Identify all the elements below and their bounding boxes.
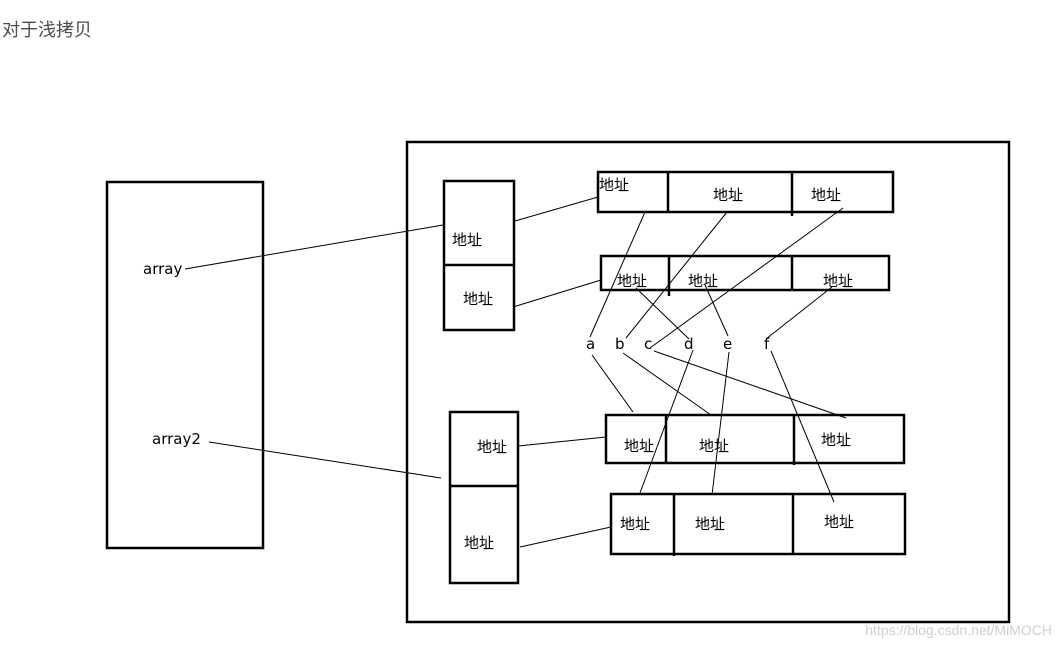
stack-var-array: array — [143, 260, 182, 278]
value-b: b — [615, 335, 625, 353]
value-f: f — [764, 335, 770, 353]
stack-var-array2: array2 — [152, 430, 201, 448]
heap-frame — [405, 140, 1011, 624]
value-a: a — [586, 335, 595, 353]
address-label: 地址 — [477, 438, 507, 456]
inner-array-1 — [596, 170, 895, 216]
inner-array-2 — [599, 254, 891, 296]
outer-array-1 — [442, 179, 516, 332]
address-label: 地址 — [713, 186, 743, 204]
value-c: c — [644, 335, 652, 353]
watermark: https://blog.csdn.net/MiMOCH — [865, 622, 1052, 638]
inner-array-4 — [609, 492, 907, 556]
address-label: 地址 — [823, 272, 853, 290]
page-title: 对于浅拷贝 — [2, 20, 92, 41]
address-label: 地址 — [688, 272, 718, 290]
address-label: 地址 — [821, 431, 851, 449]
address-label: 地址 — [811, 186, 841, 204]
address-label: 地址 — [599, 176, 629, 194]
address-label: 地址 — [624, 437, 654, 455]
address-label: 地址 — [452, 231, 482, 249]
value-d: d — [684, 335, 694, 353]
outer-array-2 — [448, 410, 520, 585]
address-label: 地址 — [463, 290, 493, 308]
reference-lines — [184, 196, 847, 548]
value-e: e — [723, 335, 732, 353]
stack-frame — [105, 180, 265, 550]
primitive-values: a b c d e f — [586, 335, 770, 353]
address-label: 地址 — [620, 515, 650, 533]
address-label: 地址 — [617, 272, 647, 290]
address-label: 地址 — [695, 515, 725, 533]
address-label: 地址 — [699, 437, 729, 455]
address-labels: 地址 地址 地址 地址 地址 地址 地址 地址 地址 地址 地址 地址 地址 地… — [452, 176, 854, 552]
address-label: 地址 — [824, 513, 854, 531]
address-label: 地址 — [464, 534, 494, 552]
